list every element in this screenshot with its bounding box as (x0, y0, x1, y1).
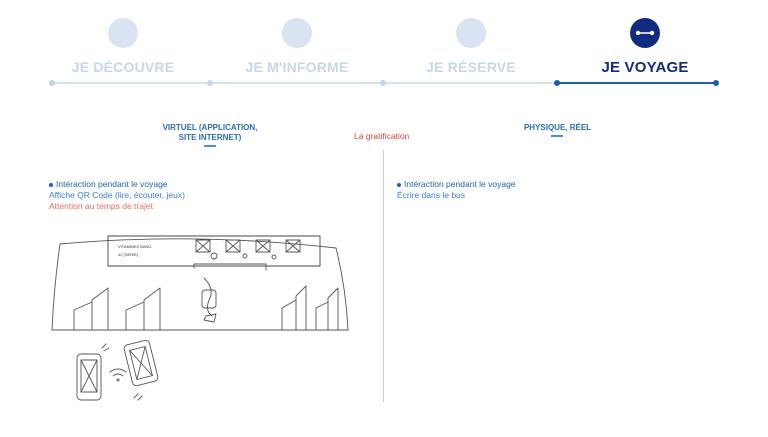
gratification-title: La gratification (354, 131, 410, 141)
column-title-physique: PHYSIQUE, RÉEL (523, 123, 592, 132)
step-informe-label: JE M'INFORME (245, 59, 349, 75)
bus-interior-sketch: VITAMINEZ BANG 42 (SERIE) (51, 235, 349, 401)
progress-dot-1 (49, 80, 55, 86)
physical-interaction-block: Intéraction pendant le voyage Écrire dan… (397, 179, 516, 201)
virtual-interaction-line1: Affiche QR Code (lire, écouter, jeux) (49, 190, 185, 200)
step-voyage-label: JE VOYAGE (601, 59, 689, 76)
route-icon (630, 18, 660, 48)
screen-tile-icon (195, 239, 301, 253)
virtual-interaction-block: Intéraction pendant le voyage Affiche QR… (49, 179, 185, 212)
column-title-virtuel-underline (204, 145, 216, 147)
progress-dot-5 (713, 80, 719, 86)
screen-line-1: VITAMINEZ BANG (118, 244, 151, 249)
virtual-interaction-warning: Attention au temps de trajet (49, 201, 153, 211)
step-decouvre-icon (108, 18, 138, 48)
physical-interaction-line1: Écrire dans le bus (397, 190, 466, 200)
column-divider (383, 150, 384, 402)
physical-interaction-heading: Intéraction pendant le voyage (404, 179, 516, 189)
wifi-icon (109, 368, 127, 382)
step-informe[interactable]: JE M'INFORME (212, 18, 382, 75)
column-title-physique-underline (551, 135, 563, 137)
step-informe-icon (282, 18, 312, 48)
progress-dot-4 (554, 80, 560, 86)
phone-right-icon (123, 339, 159, 387)
step-decouvre-label: JE DÉCOUVRE (71, 59, 175, 75)
progress-active-segment (557, 82, 716, 84)
bullet-icon (49, 182, 53, 187)
progress-dot-2 (207, 80, 213, 86)
step-reserve[interactable]: JE RÉSERVE (386, 18, 556, 75)
progress-dot-3 (380, 80, 386, 86)
step-reserve-icon (456, 18, 486, 48)
step-decouvre[interactable]: JE DÉCOUVRE (38, 18, 208, 75)
column-title-virtuel: VIRTUEL (APPLICATION, SITE INTERNET) (162, 123, 258, 142)
screen-line-2: 42 (SERIE) (118, 252, 139, 257)
virtual-interaction-heading: Intéraction pendant le voyage (56, 179, 168, 189)
phone-left-icon (76, 353, 102, 401)
step-reserve-label: JE RÉSERVE (426, 59, 516, 75)
bullet-icon (397, 182, 401, 187)
step-voyage[interactable]: JE VOYAGE (560, 18, 730, 76)
